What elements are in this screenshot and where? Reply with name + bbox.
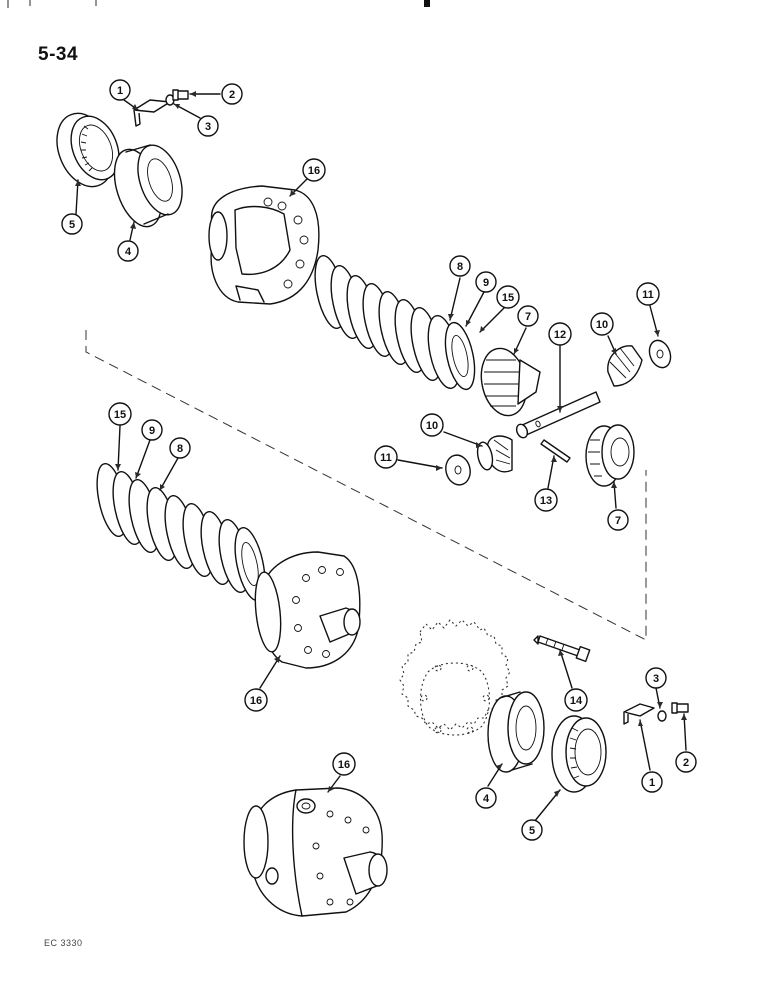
callout-13: 13 (534, 488, 558, 512)
callout-7: 7 (607, 509, 629, 531)
thrust-washer-right (648, 339, 672, 369)
callout-16: 16 (244, 688, 268, 712)
svg-text:1: 1 (649, 777, 655, 789)
svg-text:11: 11 (642, 289, 654, 301)
svg-text:2: 2 (683, 757, 689, 769)
callout-16: 16 (302, 158, 326, 182)
differential-housing-middle (254, 551, 361, 669)
callout-10: 10 (590, 312, 614, 336)
callout-11: 11 (636, 282, 660, 306)
callout-8: 8 (449, 255, 471, 277)
callout-7: 7 (517, 305, 539, 327)
bolt-top (172, 89, 189, 101)
callout-1: 1 (641, 771, 663, 793)
long-bolt (533, 635, 591, 663)
callout-2: 2 (675, 751, 697, 773)
clutch-disc-pack-top (314, 255, 476, 391)
bolt-bottom (671, 702, 689, 714)
callout-2: 2 (221, 83, 243, 105)
svg-text:15: 15 (114, 409, 126, 421)
callout-5: 5 (521, 819, 543, 841)
side-gear-bottom (585, 424, 635, 487)
leader-arrowheads (75, 91, 687, 797)
svg-text:2: 2 (229, 89, 235, 101)
differential-housing-top (208, 185, 320, 305)
svg-text:16: 16 (250, 695, 262, 707)
svg-text:4: 4 (125, 246, 132, 258)
roll-pin (540, 439, 571, 463)
svg-text:15: 15 (502, 292, 514, 304)
callout-9: 9 (475, 271, 497, 293)
svg-text:9: 9 (483, 277, 489, 289)
callout-4: 4 (117, 240, 139, 262)
catalog-code: EC 3330 (44, 938, 83, 948)
roller-bearing-top (113, 144, 183, 228)
svg-text:5: 5 (69, 219, 75, 231)
bearing-cup-bottom (551, 715, 607, 793)
scan-marks (7, 0, 430, 8)
callout-5: 5 (61, 213, 83, 235)
callout-10: 10 (420, 413, 444, 437)
svg-text:10: 10 (596, 319, 608, 331)
callout-3: 3 (197, 115, 219, 137)
svg-text:7: 7 (525, 311, 531, 323)
callout-9: 9 (141, 419, 163, 441)
svg-text:16: 16 (338, 759, 350, 771)
side-gear-top (480, 347, 541, 417)
thrust-washer-left (445, 454, 471, 486)
bearing-cup-top (56, 112, 120, 188)
callout-11: 11 (374, 445, 398, 469)
svg-text:1: 1 (117, 85, 123, 97)
callout-15: 15 (496, 285, 520, 309)
lock-plate-bottom (623, 703, 655, 725)
crown-wheel-outline (399, 619, 511, 736)
svg-text:9: 9 (149, 425, 155, 437)
callout-15: 15 (108, 402, 132, 426)
page-number: 5-34 (38, 44, 79, 65)
callout-3: 3 (645, 667, 667, 689)
roller-bearing-bottom (487, 691, 545, 773)
callout-8: 8 (169, 437, 191, 459)
svg-text:12: 12 (554, 329, 566, 341)
callout-1: 1 (109, 79, 131, 101)
svg-text:10: 10 (426, 420, 438, 432)
svg-text:4: 4 (483, 793, 490, 805)
pinion-gear-left (476, 435, 513, 473)
svg-text:11: 11 (380, 452, 392, 464)
differential-assembly-bottom (243, 787, 388, 917)
callout-12: 12 (548, 322, 572, 346)
clutch-disc-pack-left (96, 463, 266, 601)
callout-14: 14 (564, 688, 588, 712)
svg-text:8: 8 (177, 443, 183, 455)
cross-shaft (515, 391, 601, 439)
svg-text:16: 16 (308, 165, 320, 177)
callout-16: 16 (332, 752, 356, 776)
callouts: 1 2 3 5 4 16 8 9 15 7 12 10 11 10 11 13 … (61, 79, 697, 841)
svg-text:3: 3 (653, 673, 659, 685)
pinion-gear-right (607, 345, 643, 387)
callout-4: 4 (475, 787, 497, 809)
svg-text:5: 5 (529, 825, 535, 837)
svg-text:8: 8 (457, 261, 463, 273)
svg-text:3: 3 (205, 121, 211, 133)
lock-plate-top (133, 99, 171, 127)
svg-text:14: 14 (570, 695, 583, 707)
svg-text:13: 13 (540, 495, 552, 507)
svg-text:7: 7 (615, 515, 621, 527)
washer-bottom (657, 710, 667, 722)
assembly-guide-line (85, 330, 647, 641)
